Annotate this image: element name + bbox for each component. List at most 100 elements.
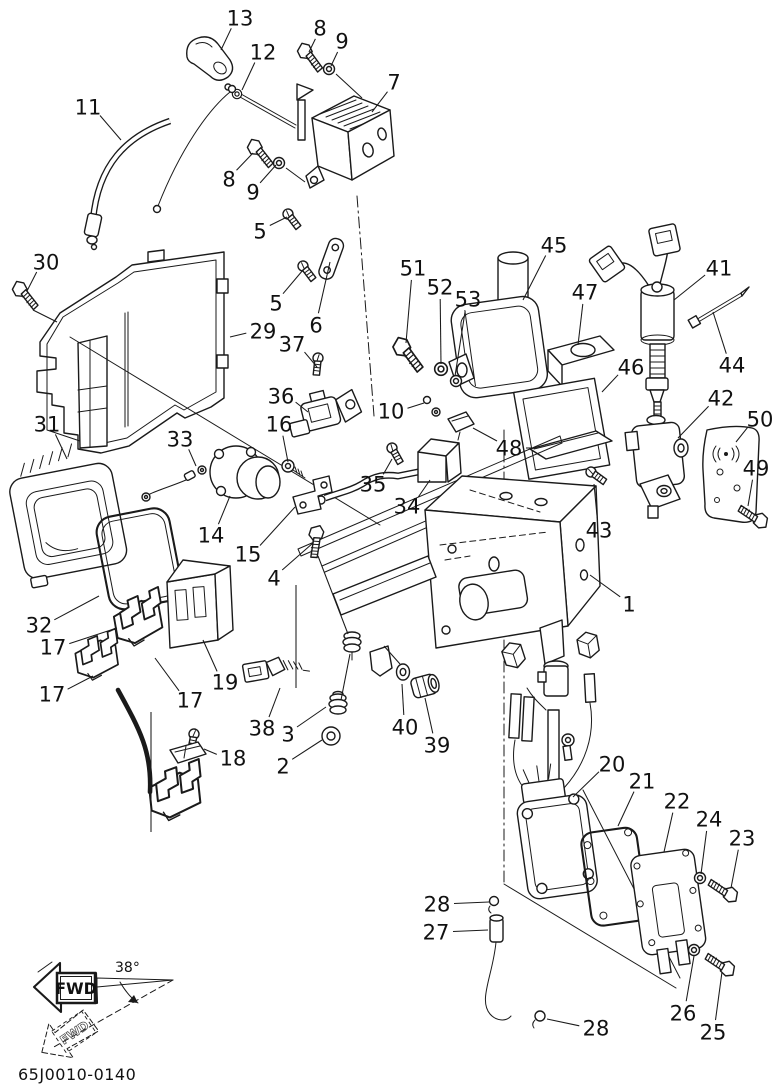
callout-leader — [522, 255, 547, 301]
callout-23: 23 — [729, 827, 755, 889]
callout-leader — [371, 91, 388, 113]
callout-number: 11 — [75, 96, 102, 120]
callout-25: 25 — [700, 971, 726, 1045]
callout-19: 19 — [202, 639, 239, 695]
grommet — [281, 459, 306, 479]
callout-leader — [54, 595, 100, 621]
sound-wave-icon — [712, 445, 740, 463]
callout-leader — [572, 771, 600, 798]
callout-33: 33 — [167, 428, 197, 467]
callout-16: 16 — [266, 413, 292, 463]
callout-leader — [99, 115, 122, 141]
callout-number: 32 — [26, 614, 53, 638]
callout-10: 10 — [378, 400, 425, 424]
bracket-bolt — [302, 524, 331, 560]
callout-29: 29 — [229, 320, 277, 344]
cdi-unit — [516, 763, 598, 900]
callout-number: 12 — [250, 41, 277, 65]
main-bracket — [332, 475, 601, 677]
callout-number: 29 — [250, 320, 277, 344]
callout-45: 45 — [522, 234, 568, 301]
callout-42: 42 — [677, 387, 735, 439]
callout-number: 15 — [235, 543, 262, 567]
callout-15: 15 — [235, 506, 296, 567]
callout-leader — [439, 298, 442, 365]
cdi-cover — [630, 848, 707, 975]
callout-leader — [202, 639, 218, 672]
trim-screw — [583, 465, 610, 486]
fwd-label: FWD — [55, 979, 97, 998]
sound-plate — [702, 425, 760, 523]
callout-11: 11 — [75, 96, 122, 141]
callout-number: 4 — [267, 567, 280, 591]
fwd-orientation: 38° FWD FWD — [32, 960, 174, 1059]
callout-number: 38 — [249, 717, 276, 741]
callout-leader — [268, 687, 281, 718]
callout-number: 19 — [212, 671, 239, 695]
callout-leader — [217, 495, 231, 525]
callout-5: 5 — [253, 216, 288, 244]
callout-31: 31 — [34, 413, 68, 460]
callout-leader — [730, 849, 739, 889]
relay-bracket — [292, 475, 333, 515]
callout-number: 6 — [309, 314, 322, 338]
callout-43: 43 — [586, 483, 612, 543]
callout-number: 26 — [670, 1002, 697, 1026]
callout-24: 24 — [696, 808, 722, 875]
callout-50: 50 — [735, 408, 773, 443]
insulator-plate — [472, 427, 613, 460]
wire-holder — [422, 395, 475, 441]
relay-box-screw — [381, 440, 409, 467]
callout-35: 35 — [360, 458, 393, 497]
callout-number: 42 — [708, 387, 735, 411]
drawing-code: 65J0010-0140 — [18, 1065, 136, 1084]
cdi-bolt-23 — [705, 878, 740, 904]
callout-44: 44 — [712, 311, 745, 378]
ignition-coil — [588, 223, 681, 425]
callout-leader — [259, 506, 296, 546]
callout-39: 39 — [424, 697, 451, 758]
callout-leader — [452, 929, 489, 933]
electrical-cover — [36, 249, 381, 526]
sensor-screw — [307, 351, 328, 378]
angle-label: 38° — [115, 960, 140, 976]
callout-leader — [735, 426, 749, 443]
battery-cable — [83, 84, 237, 251]
callout-leader — [241, 62, 256, 91]
callout-number: 1 — [622, 593, 635, 617]
bolt-to-boss-line — [317, 555, 349, 635]
callout-number: 17 — [39, 683, 66, 707]
cdi-bolt-25 — [702, 952, 737, 978]
callout-number: 17 — [177, 689, 204, 713]
trim-sender — [624, 414, 689, 519]
elbow-fitting — [186, 36, 234, 81]
callout-leader — [453, 901, 490, 905]
electrical-case — [9, 443, 128, 589]
fuse-holder — [109, 585, 169, 650]
callout-9: 9 — [246, 164, 277, 205]
callout-leader — [282, 269, 304, 295]
callout-41: 41 — [673, 257, 732, 301]
callout-number: 22 — [664, 790, 691, 814]
wire-hook-bottom — [532, 1010, 546, 1029]
callout-51: 51 — [400, 257, 426, 344]
fwd-arrow: FWD — [32, 961, 99, 1014]
wire-clamp — [169, 741, 207, 764]
callout-number: 45 — [541, 234, 568, 258]
callout-leader — [330, 51, 339, 67]
callout-leader — [317, 261, 331, 314]
callout-37: 37 — [279, 333, 318, 368]
callout-number: 39 — [424, 734, 451, 758]
callout-number: 28 — [424, 893, 451, 917]
callout-leader — [714, 971, 723, 1021]
callout-leader — [700, 830, 708, 875]
callout-number: 31 — [34, 413, 61, 437]
callout-5: 5 — [269, 269, 304, 316]
callout-leader — [601, 374, 619, 393]
callout-number: 46 — [618, 356, 645, 380]
callout-9: 9 — [330, 30, 349, 67]
washer-40 — [383, 645, 411, 681]
centerline-left — [356, 195, 375, 417]
callout-number: 8 — [222, 168, 235, 192]
